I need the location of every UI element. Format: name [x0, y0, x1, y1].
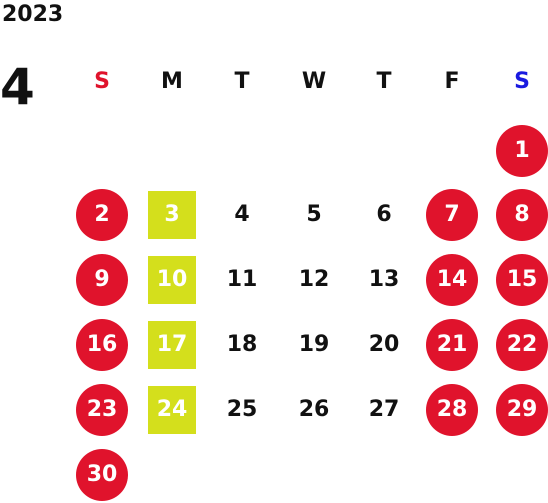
day-20: 20: [368, 332, 400, 357]
weekday-5: F: [444, 69, 460, 94]
day-7: 7: [426, 189, 478, 241]
day-2: 2: [76, 189, 128, 241]
day-5: 5: [306, 202, 322, 227]
day-17: 17: [148, 321, 196, 369]
day-12: 12: [298, 267, 330, 292]
day-23: 23: [76, 384, 128, 436]
day-21: 21: [426, 319, 478, 371]
year-label: 2023: [2, 2, 64, 27]
weekday-3: W: [301, 69, 327, 94]
day-26: 26: [298, 397, 330, 422]
day-10: 10: [148, 256, 196, 304]
day-4: 4: [234, 202, 250, 227]
day-8: 8: [496, 189, 548, 241]
day-24: 24: [148, 386, 196, 434]
day-22: 22: [496, 319, 548, 371]
weekday-1: M: [161, 69, 183, 94]
day-16: 16: [76, 319, 128, 371]
day-19: 19: [298, 332, 330, 357]
day-15: 15: [496, 254, 548, 306]
weekday-6: S: [514, 69, 530, 94]
day-11: 11: [226, 267, 258, 292]
day-25: 25: [226, 397, 258, 422]
weekday-0: S: [94, 69, 110, 94]
day-6: 6: [376, 202, 392, 227]
day-1: 1: [496, 125, 548, 177]
day-30: 30: [76, 449, 128, 501]
day-3: 3: [148, 191, 196, 239]
day-28: 28: [426, 384, 478, 436]
day-27: 27: [368, 397, 400, 422]
day-29: 29: [496, 384, 548, 436]
weekday-4: T: [376, 69, 392, 94]
month-label: 4: [0, 58, 35, 116]
day-18: 18: [226, 332, 258, 357]
weekday-2: T: [234, 69, 250, 94]
day-14: 14: [426, 254, 478, 306]
day-9: 9: [76, 254, 128, 306]
day-13: 13: [368, 267, 400, 292]
